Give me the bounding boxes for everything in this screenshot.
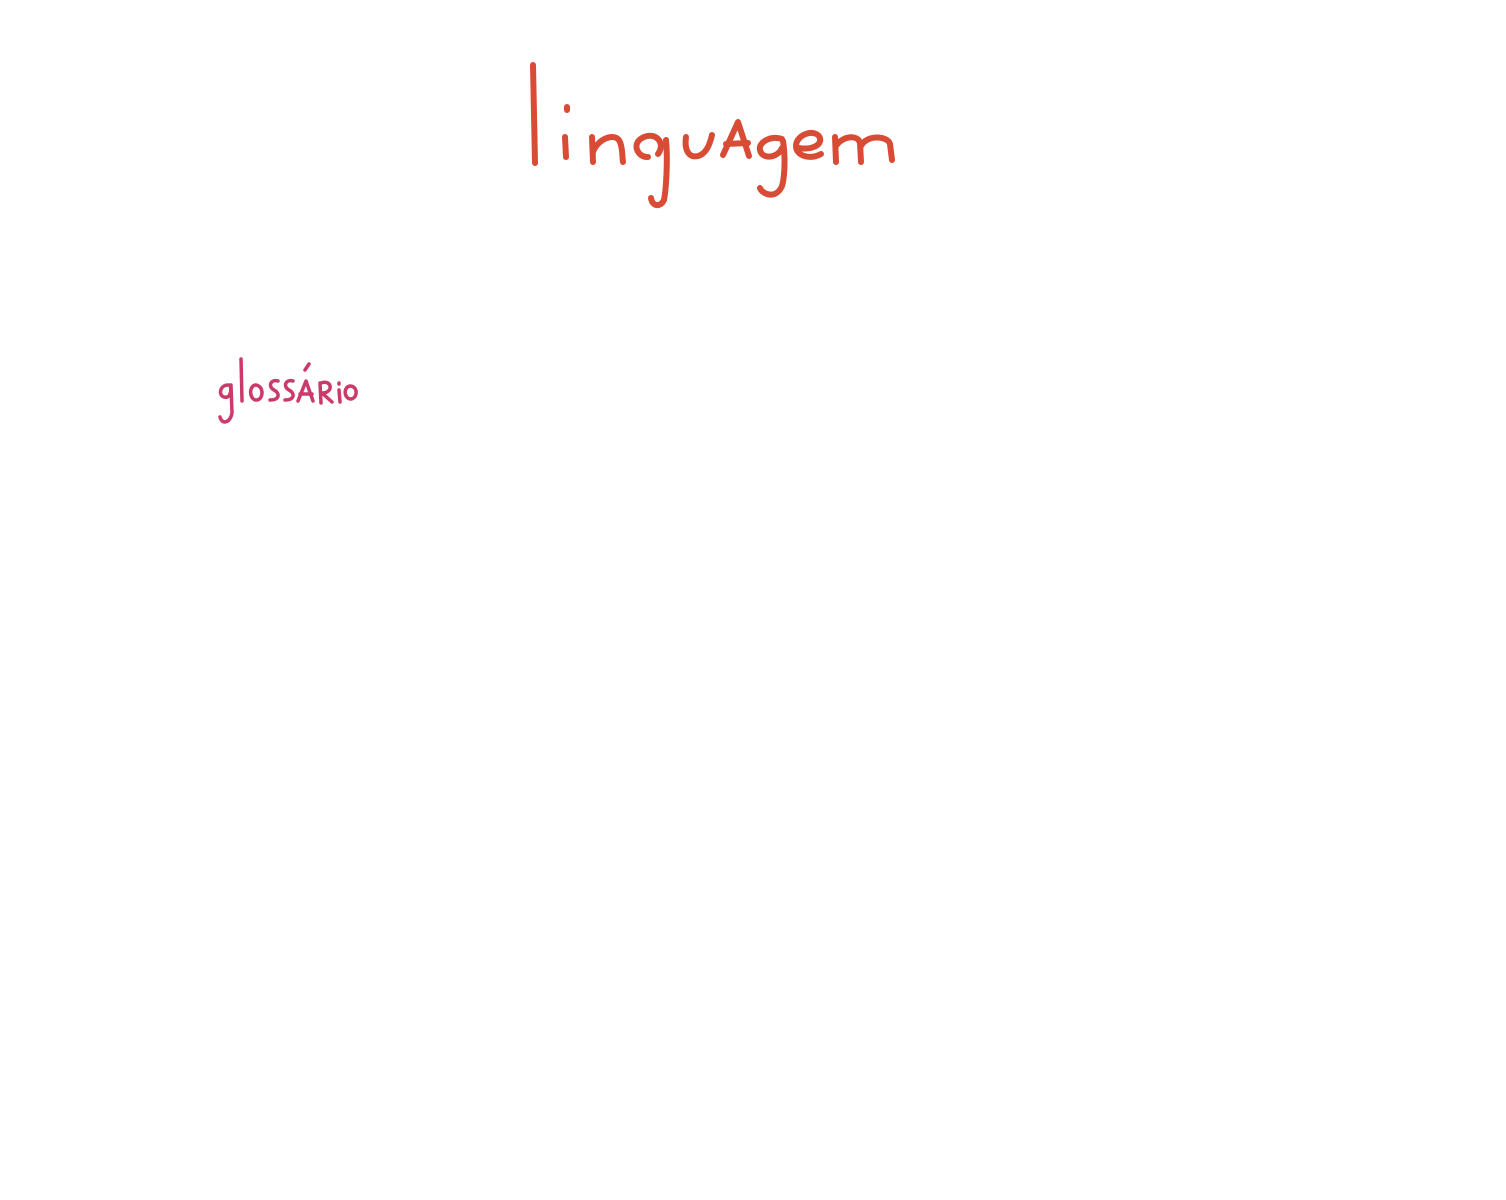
glossario-handwriting	[218, 357, 358, 424]
linguagem-title-link[interactable]: linguagem	[520, 40, 910, 220]
glossario-link[interactable]: glossário	[210, 345, 360, 435]
linguagem-handwriting	[530, 62, 895, 208]
